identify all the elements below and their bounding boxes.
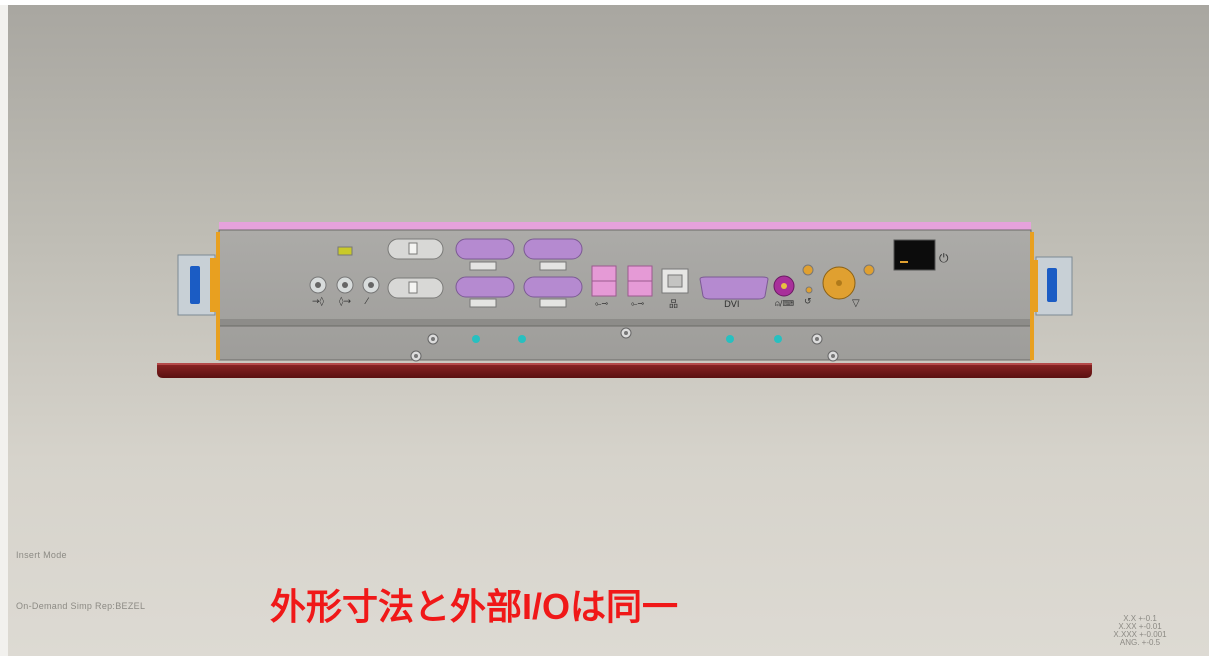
com-port-1[interactable] <box>455 238 515 271</box>
microphone-jack[interactable] <box>362 276 380 294</box>
tolerance-line: X.XXX +-0.001 <box>1113 630 1167 639</box>
dvi-port[interactable] <box>699 276 769 300</box>
usb-icon: ⟜⊸ <box>631 299 644 308</box>
usb-port-pair-2[interactable] <box>627 265 653 297</box>
com-port-blank-1[interactable] <box>387 238 444 260</box>
front-bezel <box>157 363 1092 378</box>
ps2-mouse-keyboard-icon: ⍝/⌨ <box>775 299 794 308</box>
tolerance-table: X.X +-0.1 X.XX +-0.01 X.XXX +-0.001 ANG.… <box>1100 615 1180 647</box>
ground-terminal-2 <box>863 264 875 276</box>
usb-icon: ⟜⊸ <box>595 299 608 308</box>
caption-text: 外形寸法と外部I/Oは同一 <box>270 586 679 627</box>
mode-status: Insert Mode <box>16 550 67 560</box>
dc-power-input[interactable] <box>822 266 856 300</box>
tolerance-line: ANG. +-0.5 <box>1119 638 1161 647</box>
audio-line-in-jack[interactable] <box>309 276 327 294</box>
screw <box>410 350 422 362</box>
dvi-label: DVI <box>724 300 740 310</box>
vent-hole <box>472 335 480 343</box>
vent-hole <box>774 335 782 343</box>
lan-port[interactable] <box>661 268 689 294</box>
power-icon: ↺ <box>804 297 812 307</box>
power-switch[interactable] <box>893 239 936 271</box>
vent-hole <box>726 335 734 343</box>
audio-line-out-jack[interactable] <box>336 276 354 294</box>
com-port-3[interactable] <box>455 276 515 308</box>
simp-rep-status: On-Demand Simp Rep:BEZEL <box>16 601 146 611</box>
screw <box>811 333 823 345</box>
microphone-icon: ⁄ <box>364 297 370 307</box>
audio-line-out-icon: ◊→ <box>339 296 351 307</box>
com-port-blank-2[interactable] <box>387 277 444 299</box>
usb-port-pair-1[interactable] <box>591 265 617 297</box>
screw <box>620 327 632 339</box>
ground-terminal-1 <box>802 264 814 276</box>
tolerance-line: X.XX +-0.01 <box>1118 622 1162 631</box>
com-port-4[interactable] <box>523 276 583 308</box>
ground-icon: ▽ <box>852 298 860 309</box>
right-mount-bracket <box>1031 256 1073 316</box>
status-led <box>337 246 353 256</box>
vent-hole <box>518 335 526 343</box>
top-window-edge <box>0 0 1209 5</box>
screw <box>827 350 839 362</box>
ps2-port[interactable] <box>773 275 795 297</box>
left-mount-bracket <box>177 254 218 316</box>
com-port-2[interactable] <box>523 238 583 271</box>
tolerance-line: X.X +-0.1 <box>1123 614 1157 623</box>
lan-icon: 品 <box>669 299 678 310</box>
reset-button[interactable] <box>805 286 813 294</box>
screw <box>427 333 439 345</box>
left-window-edge <box>0 5 8 656</box>
audio-line-in-icon: →◊ <box>312 296 325 307</box>
power-switch-icon: ⏻ <box>939 251 949 265</box>
